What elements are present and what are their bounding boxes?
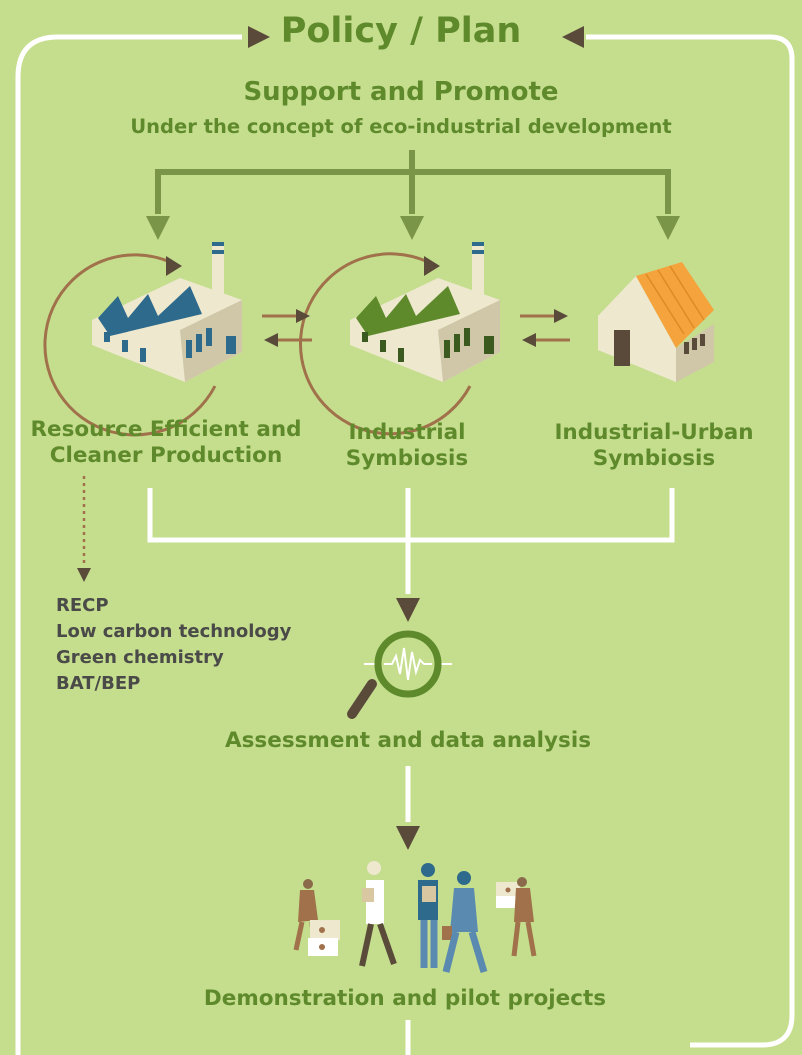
outer-frame [15, 34, 795, 1055]
technology-item: RECP [56, 595, 109, 616]
technology-item: BAT/BEP [56, 673, 141, 694]
exchange-arrows-1 [262, 309, 312, 347]
stage-label-line: Symbiosis [592, 446, 716, 471]
technology-item: Low carbon technology [56, 621, 292, 642]
arrow-to-tech-list [77, 568, 91, 582]
stage-label-line: Industrial [348, 420, 466, 445]
stage-label-line: Cleaner Production [49, 443, 283, 468]
stage-label-industrial-symbiosis: Industrial Symbiosis [316, 420, 498, 472]
arrow-to-assessment [396, 598, 420, 622]
demonstration-label: Demonstration and pilot projects [203, 986, 607, 1011]
arrow-to-ius [656, 216, 680, 240]
stage-label-line: Resource Efficient and [30, 417, 302, 442]
stage-label-industrial-urban-symbiosis: Industrial-Urban Symbiosis [538, 420, 770, 472]
exchange-arrows-2 [520, 309, 570, 347]
magnifier-waveform-icon [347, 630, 452, 719]
stage-label-recp: Resource Efficient and Cleaner Productio… [20, 417, 312, 469]
house-icon [598, 262, 714, 382]
assessment-label: Assessment and data analysis [225, 728, 591, 753]
title-arrow-left [562, 26, 584, 48]
factory-blue-icon [43, 242, 242, 437]
page-title: Policy / Plan [280, 11, 522, 51]
arrow-to-recp [146, 216, 170, 240]
stage-label-line: Symbiosis [345, 446, 469, 471]
support-connector [155, 150, 671, 214]
technology-item: Green chemistry [56, 647, 224, 668]
merge-connector [147, 488, 675, 594]
arrow-to-is [400, 216, 424, 240]
support-title: Support and Promote [243, 77, 559, 107]
title-arrow-right [248, 26, 270, 48]
support-subtitle: Under the concept of eco-industrial deve… [130, 115, 672, 138]
stage-label-line: Industrial-Urban [554, 420, 754, 445]
workers-group-icon [293, 861, 537, 974]
arrow-to-demonstration [396, 826, 420, 850]
factory-green-icon [299, 242, 500, 436]
technology-list: RECP Low carbon technology Green chemist… [56, 593, 291, 697]
